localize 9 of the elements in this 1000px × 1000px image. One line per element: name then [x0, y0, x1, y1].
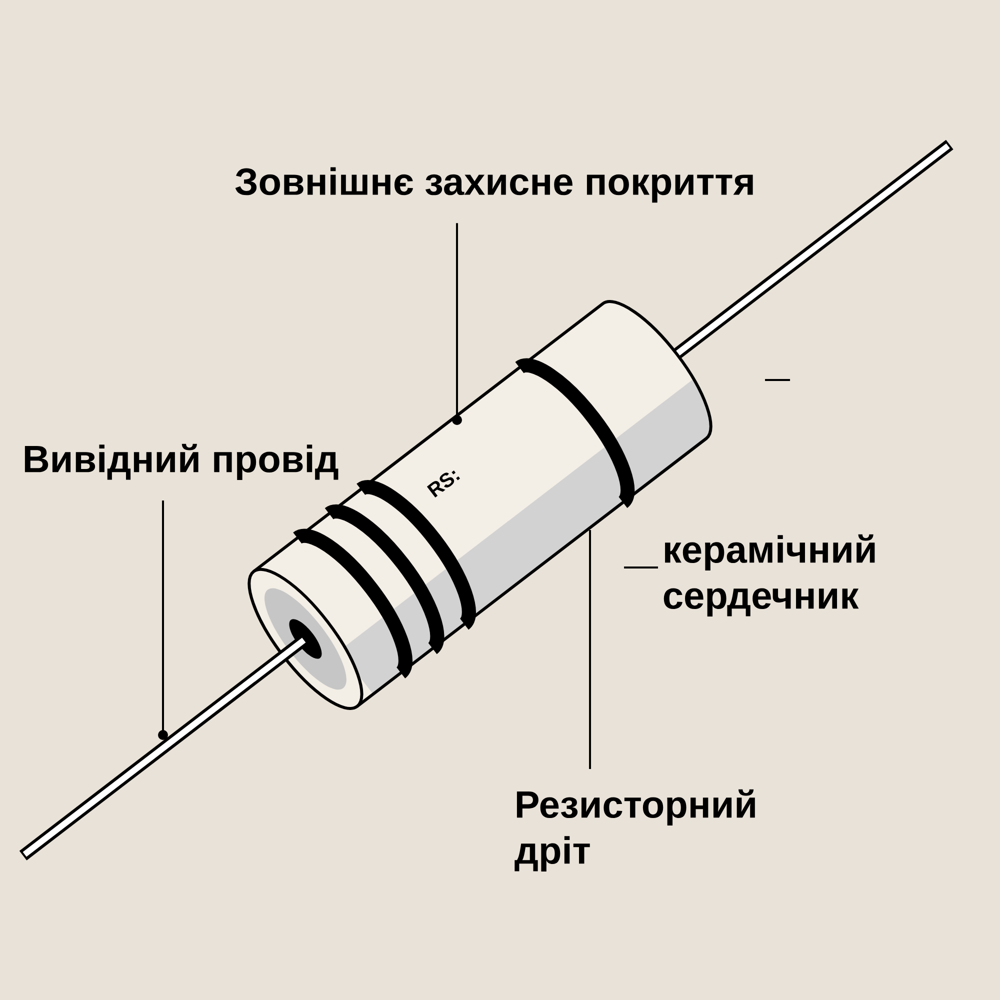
leader-line — [589, 530, 591, 769]
leader-line — [624, 566, 658, 568]
leader-line — [158, 500, 168, 740]
part-label: Резисторний дріт — [514, 789, 755, 872]
part-label: керамічний сердечник — [664, 534, 875, 617]
part-label: Вивідний провід — [24, 444, 338, 480]
body-marking: RS: — [426, 470, 460, 498]
leader-line — [452, 223, 462, 425]
part-label: Зовнішнє захисне покриття — [235, 167, 753, 203]
